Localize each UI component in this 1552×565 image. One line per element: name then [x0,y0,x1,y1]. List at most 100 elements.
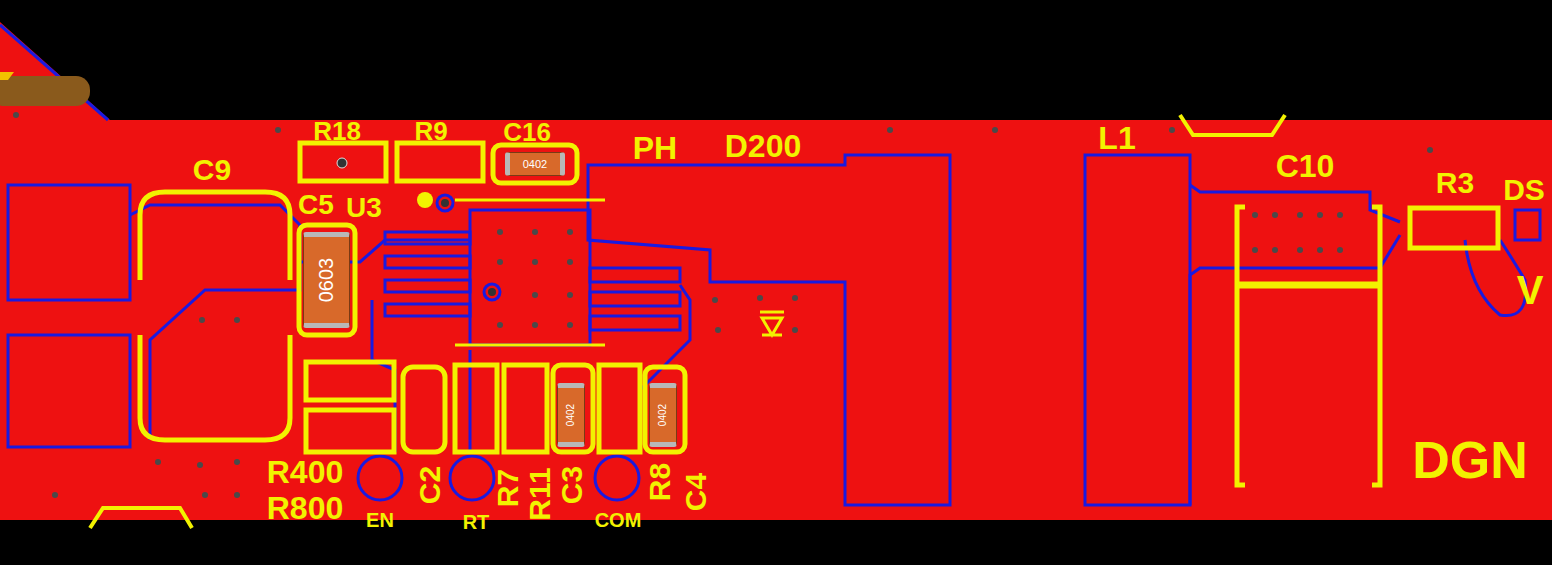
via [1317,247,1323,253]
capacitor-outline [140,192,290,280]
via [1252,212,1258,218]
silkscreen-label: C9 [193,155,231,185]
pad [590,316,680,330]
via [1272,212,1278,218]
pad [385,256,470,268]
component-body: 0402 [649,383,677,447]
via [1272,247,1278,253]
pad [1515,210,1540,240]
pour-outline [130,205,300,440]
inductor-pad [1085,155,1190,505]
via [337,158,347,168]
capacitor-outline [299,225,355,335]
silkscreen-label: R9 [414,118,447,144]
via [497,322,503,328]
via [1297,212,1303,218]
pad-outlines [8,155,1540,505]
silkscreen-label: L1 [1098,122,1135,154]
diode-symbol [760,312,784,335]
silkscreen-label: DS [1503,175,1545,205]
silkscreen-label: DGN [1412,434,1528,486]
connector-outline [90,508,192,528]
ic-outline [455,199,605,202]
via [488,288,496,296]
silkscreen-label: R800 [267,492,344,524]
vias [13,112,1433,498]
via [441,199,449,207]
via [712,297,718,303]
silkscreen-label: U3 [346,194,382,222]
pad [8,335,130,447]
via [1169,127,1175,133]
silkscreen-label: R3 [1436,168,1474,198]
silkscreen [90,115,1498,528]
silkscreen-label: C10 [1276,150,1335,182]
via [234,459,240,465]
via [792,327,798,333]
silkscreen-label: D200 [725,130,802,162]
silkscreen-label: R400 [267,456,344,488]
package-size: 0402 [523,159,547,170]
capacitor-outline [645,367,685,452]
trace-outline [640,285,690,452]
via [234,317,240,323]
pour-outline [1190,235,1400,505]
pad [385,280,470,292]
capacitor-bracket [1372,207,1380,485]
resistor-outline [300,143,386,181]
via [1317,212,1323,218]
capacitor-outline [140,335,290,440]
silkscreen-label: C16 [503,119,551,145]
via [1427,147,1433,153]
package-size: 0603 [317,258,337,303]
via [1252,247,1258,253]
capacitor-bracket [1237,207,1245,485]
silkscreen-label: RT [463,512,490,532]
via [52,492,58,498]
via [199,317,205,323]
silkscreen-label: EN [366,510,394,530]
via [532,259,538,265]
via [484,284,500,300]
via [757,295,763,301]
silkscreen-label: R11 [525,467,555,520]
via [234,492,240,498]
via [497,259,503,265]
thermal-pad [470,210,590,345]
silkscreen-label: C3 [557,466,587,504]
switch-node-pour [588,155,950,505]
connector-outline [1180,115,1285,135]
via [1337,247,1343,253]
package-size: 0402 [566,404,576,426]
polarity-bar [1237,282,1380,289]
pad [590,268,680,282]
via [792,295,798,301]
via [437,195,453,211]
marker [0,72,14,80]
via [197,462,203,468]
via [13,112,19,118]
via [1337,212,1343,218]
copper-pour [0,22,1552,520]
via [532,322,538,328]
via [567,292,573,298]
resistor-outline [1410,208,1498,248]
via [567,259,573,265]
resistor-outline [504,365,547,452]
silkscreen-label: R18 [313,118,361,144]
via [532,229,538,235]
pin1-dot [417,192,433,208]
via [532,292,538,298]
silkscreen-label: C5 [298,191,334,219]
test-point [358,456,402,500]
pad [8,185,130,300]
capacitor-outline [493,145,577,183]
silkscreen-label: C4 [681,473,711,511]
silkscreen-label: C2 [415,466,445,504]
via [497,229,503,235]
package-size: 0402 [658,404,668,426]
